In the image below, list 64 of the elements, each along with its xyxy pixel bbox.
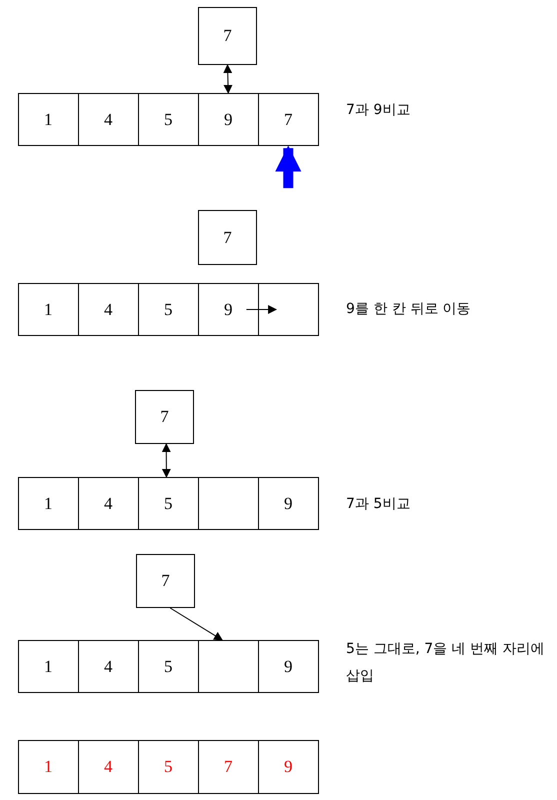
- step-note: 7과 5비교: [346, 495, 412, 514]
- array-cell: [198, 740, 258, 794]
- arrow: [246, 305, 278, 314]
- array-cell: [78, 740, 138, 794]
- step-note: 7과 9비교: [346, 101, 412, 120]
- cell-value: 5: [164, 110, 172, 130]
- key-box: [135, 390, 194, 444]
- array-cell: [18, 640, 78, 693]
- cell-value: 5: [164, 494, 172, 514]
- cell-value: 5: [164, 757, 172, 777]
- key-box: [198, 7, 257, 65]
- array-cell: [18, 93, 78, 146]
- array-cell: [78, 283, 138, 336]
- step-note: 9를 한 칸 뒤로 이동: [346, 300, 472, 319]
- key-box: [198, 210, 257, 265]
- step-note: 5는 그대로, 7을 네 번째 자리에 삽입: [346, 640, 546, 686]
- cell-value: 9: [224, 110, 232, 130]
- array-cell: [78, 477, 138, 530]
- cell-value: 4: [104, 110, 112, 130]
- cell-value: 1: [44, 300, 52, 320]
- cell-value: 5: [164, 656, 172, 676]
- empty-array-cell: [198, 640, 258, 693]
- cell-value: 7: [284, 110, 292, 130]
- cell-value: 1: [44, 656, 52, 676]
- array-cell: [258, 640, 318, 693]
- cell-value: 7: [223, 228, 232, 248]
- block-arrow: [275, 146, 302, 188]
- array-cell: [18, 283, 78, 336]
- cell-value: 5: [164, 300, 172, 320]
- cell-value: 4: [104, 757, 112, 777]
- cell-value: 9: [224, 300, 232, 320]
- cell-value: 7: [161, 571, 170, 591]
- array-cell: [138, 640, 198, 693]
- arrow: [170, 608, 223, 640]
- array-cell: [138, 740, 198, 794]
- array-cell: [258, 477, 318, 530]
- empty-array-cell: [198, 477, 258, 530]
- cell-value: 9: [284, 494, 292, 514]
- key-box: [136, 554, 195, 608]
- cell-value: 1: [44, 757, 52, 777]
- array-cell: [18, 740, 78, 794]
- array-cell: [78, 640, 138, 693]
- array-cell: [78, 93, 138, 146]
- array-cell: [138, 283, 198, 336]
- cell-value: 1: [44, 494, 52, 514]
- array-cell: [198, 93, 258, 146]
- cell-value: 9: [284, 656, 292, 676]
- cell-value: 7: [224, 757, 232, 777]
- arrow: [223, 64, 233, 94]
- array-cell: [198, 283, 258, 336]
- cell-value: 9: [284, 757, 292, 777]
- array-cell: [18, 477, 78, 530]
- cell-value: 7: [160, 407, 169, 427]
- array-cell: [258, 740, 318, 794]
- array-cell: [258, 93, 318, 146]
- cell-value: 4: [104, 494, 112, 514]
- cell-value: 4: [104, 656, 112, 676]
- array-cell: [138, 477, 198, 530]
- cell-value: 7: [223, 26, 232, 46]
- cell-value: 4: [104, 300, 112, 320]
- arrow: [162, 443, 171, 478]
- empty-array-cell: [258, 283, 318, 336]
- array-cell: [138, 93, 198, 146]
- cell-value: 1: [44, 110, 52, 130]
